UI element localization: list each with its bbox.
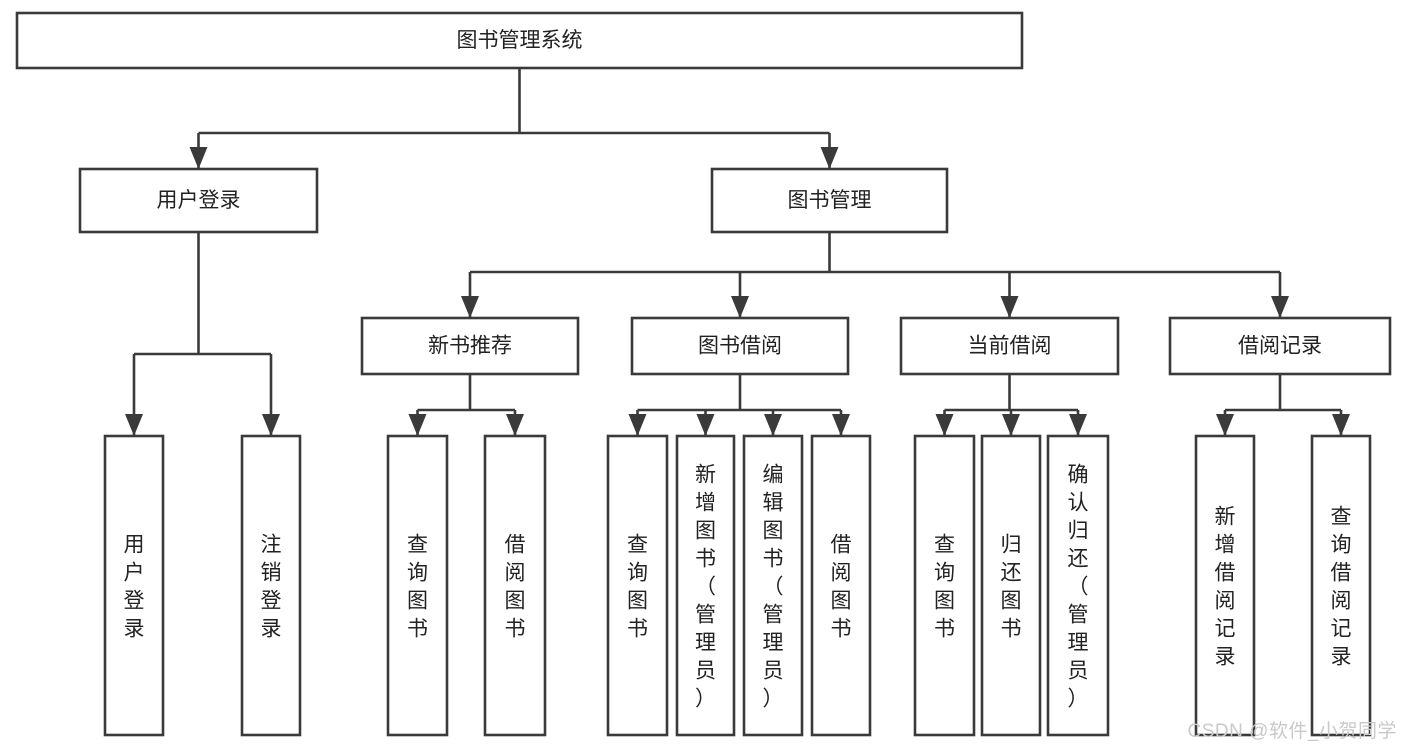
leaf-leaf-query-record[interactable]: 查询借阅记录 [1310,434,1372,737]
node-root-label: 图书管理系统 [457,29,583,52]
leaf-leaf-query-book-3-rect [913,434,976,737]
leaf-leaf-query-book-1-rect [386,434,449,737]
leaf-leaf-confirm-return-rect [1046,434,1110,737]
root-fan-arrow-0 [189,147,208,169]
leaf-leaf-add-record-rect [1194,434,1256,737]
leaf-leaf-add-record-label: 新增借阅记录 [1215,505,1236,668]
book-borrow-fan-arrow-2 [764,414,782,436]
node-book-manage-label: 图书管理 [788,189,872,212]
node-current-borrow-rect [899,316,1120,376]
leaf-leaf-borrow-book-2-rect [810,434,872,737]
leaf-leaf-borrow-book-1-rect [483,434,547,737]
current-borrow-fan-arrow-0 [935,414,954,436]
user-login-fan-arrow-0 [125,414,143,436]
leaf-leaf-query-book-2-label: 查询图书 [627,533,648,640]
node-root[interactable]: 图书管理系统 [15,11,1024,70]
leaf-leaf-add-record[interactable]: 新增借阅记录 [1194,434,1256,737]
leaf-leaf-logout-rect [240,434,302,737]
book-manage-fan-arrow-0 [461,296,479,318]
leaf-leaf-add-book-label: 新增图书（管理员） [695,463,716,710]
leaf-leaf-return-book-rect [980,434,1042,737]
node-book-manage[interactable]: 图书管理 [710,167,949,234]
node-user-login-label: 用户登录 [157,189,241,212]
leaf-leaf-user-login-rect [103,434,165,737]
node-new-book-recommend-label: 新书推荐 [428,335,512,358]
leaf-leaf-borrow-book-1[interactable]: 借阅图书 [483,434,547,737]
current-borrow-fan-arrow-2 [1069,414,1087,436]
root-fan-arrow-1 [820,147,839,169]
node-borrow-record[interactable]: 借阅记录 [1168,316,1392,376]
node-user-login-rect [78,167,319,234]
node-current-borrow[interactable]: 当前借阅 [899,316,1120,376]
leaf-leaf-query-book-1-label: 查询图书 [407,533,428,640]
node-book-manage-rect [710,167,949,234]
book-borrow-fan-arrow-3 [832,414,850,436]
leaf-leaf-query-book-2[interactable]: 查询图书 [606,434,669,737]
leaf-leaf-edit-book-label: 编辑图书（管理员） [763,463,784,710]
node-current-borrow-label: 当前借阅 [968,335,1052,358]
leaf-leaf-user-login-label: 用户登录 [124,533,145,640]
book-borrow-fan-arrow-1 [696,414,715,436]
node-book-borrow-label: 图书借阅 [698,335,782,358]
leaf-leaf-confirm-return[interactable]: 确认归还（管理员） [1046,434,1110,737]
book-manage-fan-arrow-3 [1271,296,1289,318]
book-manage-fan-arrow-2 [1000,296,1019,318]
leaf-leaf-confirm-return-label: 确认归还（管理员） [1068,463,1089,710]
leaf-leaf-edit-book-rect [742,434,804,737]
leaf-leaf-logout-label: 注销登录 [261,533,282,640]
book-borrow-fan-arrow-0 [628,414,647,436]
leaf-leaf-borrow-book-2-label: 借阅图书 [831,533,852,640]
leaf-leaf-user-login[interactable]: 用户登录 [103,434,165,737]
csdn-watermark: CSDN @软件_小贺同学 [1187,721,1397,742]
leaf-leaf-query-record-rect [1310,434,1372,737]
leaf-leaf-query-record-label: 查询借阅记录 [1331,505,1352,668]
leaf-leaf-query-book-3[interactable]: 查询图书 [913,434,976,737]
book-manage-fan-arrow-1 [731,296,749,318]
borrow-record-fan-arrow-0 [1216,414,1234,436]
node-root-rect [15,11,1024,70]
node-new-book-recommend[interactable]: 新书推荐 [360,316,580,376]
leaf-leaf-edit-book[interactable]: 编辑图书（管理员） [742,434,804,737]
node-book-borrow[interactable]: 图书借阅 [630,316,850,376]
node-borrow-record-rect [1168,316,1392,376]
connector-layer [125,68,1350,436]
leaf-leaf-add-book[interactable]: 新增图书（管理员） [675,434,736,737]
leaf-leaf-query-book-3-label: 查询图书 [934,533,955,640]
leaf-leaf-add-book-rect [675,434,736,737]
node-book-borrow-rect [630,316,850,376]
leaf-leaf-return-book-label: 归还图书 [1001,533,1022,640]
new-book-recommend-fan-arrow-0 [408,414,427,436]
leaf-leaf-query-book-2-rect [606,434,669,737]
current-borrow-fan-arrow-1 [1002,414,1020,436]
leaf-leaf-query-book-1[interactable]: 查询图书 [386,434,449,737]
user-login-fan-arrow-1 [262,414,280,436]
node-layer: 图书管理系统用户登录图书管理新书推荐图书借阅当前借阅借阅记录用户登录注销登录查询… [15,11,1392,737]
borrow-record-fan-arrow-1 [1332,414,1350,436]
leaf-leaf-borrow-book-1-label: 借阅图书 [505,533,526,640]
new-book-recommend-fan-arrow-1 [506,414,524,436]
leaf-leaf-borrow-book-2[interactable]: 借阅图书 [810,434,872,737]
node-user-login[interactable]: 用户登录 [78,167,319,234]
node-borrow-record-label: 借阅记录 [1238,335,1322,358]
node-new-book-recommend-rect [360,316,580,376]
leaf-leaf-logout[interactable]: 注销登录 [240,434,302,737]
leaf-leaf-return-book[interactable]: 归还图书 [980,434,1042,737]
